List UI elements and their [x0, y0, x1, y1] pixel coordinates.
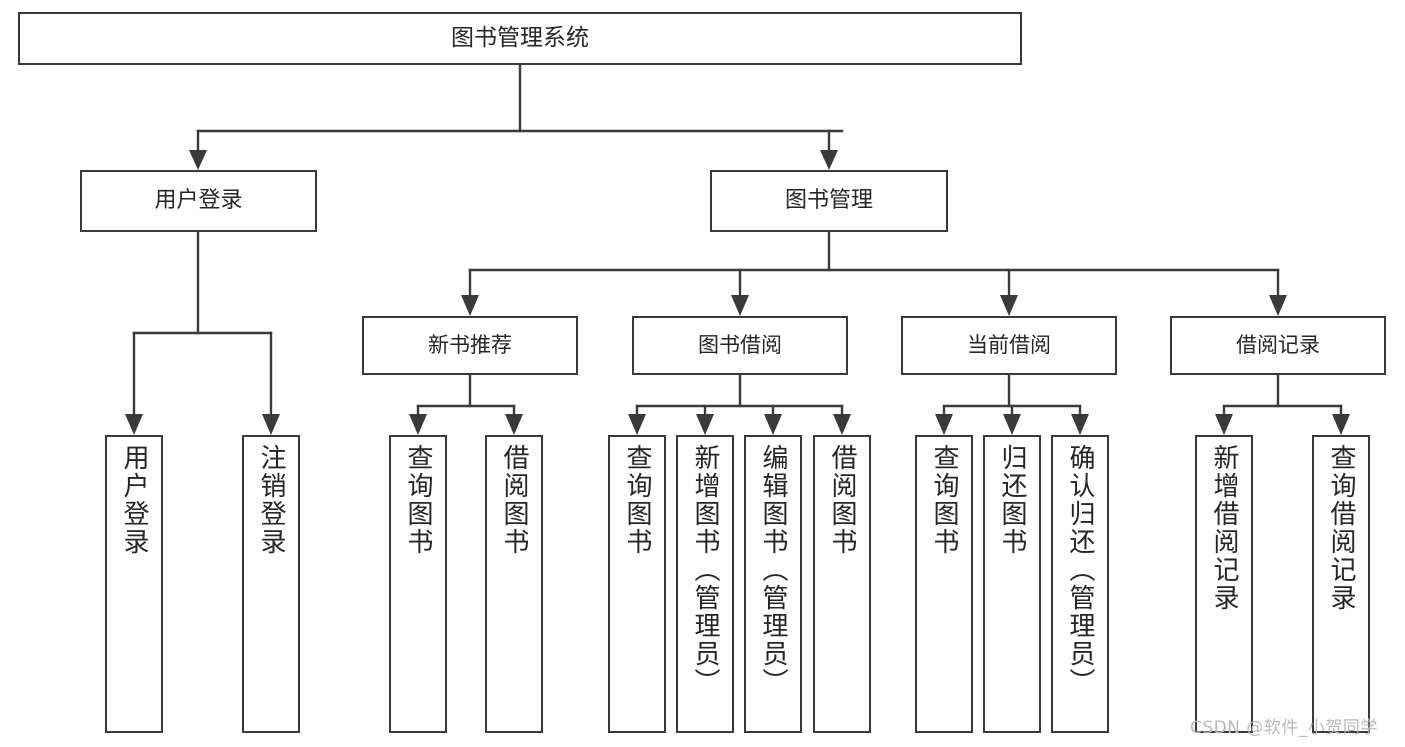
- edge-root-stem: [196, 63, 844, 133]
- node-current-borrow-label: 当前借阅: [967, 333, 1051, 358]
- node-borrow-record-label: 借阅记录: [1236, 333, 1320, 358]
- node-leaf-query-book-1-label: 查询图书: [403, 444, 433, 556]
- node-root-label: 图书管理系统: [451, 24, 589, 51]
- edge-book-borrow-bus: [628, 373, 851, 435]
- node-leaf-user-login-label: 用户登录: [119, 444, 149, 556]
- node-current-borrow[interactable]: 当前借阅: [901, 316, 1117, 375]
- node-leaf-borrow-book-2[interactable]: 借阅图书: [813, 435, 871, 733]
- node-leaf-borrow-book-1-label: 借阅图书: [499, 444, 529, 556]
- node-book-management[interactable]: 图书管理: [710, 170, 948, 232]
- edge-book-management-bus: [461, 230, 1287, 316]
- node-leaf-add-record[interactable]: 新增借阅记录: [1195, 435, 1253, 733]
- node-leaf-add-record-label: 新增借阅记录: [1209, 444, 1239, 612]
- edge-user-login-bus: [125, 230, 280, 435]
- node-leaf-add-book-label: 新增图书（管理员）: [690, 444, 720, 696]
- node-leaf-confirm-return-label: 确认归还（管理员）: [1065, 444, 1095, 696]
- edge-root-to-book-management: [820, 129, 838, 170]
- node-leaf-logout-login[interactable]: 注销登录: [242, 435, 300, 733]
- edge-borrow-record-bus: [1215, 373, 1350, 435]
- node-leaf-query-book-2[interactable]: 查询图书: [608, 435, 666, 733]
- node-leaf-user-login[interactable]: 用户登录: [105, 435, 163, 733]
- node-book-borrow[interactable]: 图书借阅: [632, 316, 848, 375]
- node-leaf-query-book-1[interactable]: 查询图书: [389, 435, 447, 733]
- node-leaf-return-book-label: 归还图书: [997, 444, 1027, 556]
- node-new-book-recommend-label: 新书推荐: [428, 333, 512, 358]
- node-leaf-query-book-3-label: 查询图书: [929, 444, 959, 556]
- node-leaf-edit-book-label: 编辑图书（管理员）: [758, 444, 788, 696]
- node-user-login[interactable]: 用户登录: [80, 170, 317, 232]
- node-book-borrow-label: 图书借阅: [698, 333, 782, 358]
- node-leaf-query-record[interactable]: 查询借阅记录: [1312, 435, 1370, 733]
- edge-root-to-user-login: [189, 129, 207, 170]
- node-leaf-edit-book[interactable]: 编辑图书（管理员）: [744, 435, 802, 733]
- node-leaf-borrow-book-2-label: 借阅图书: [827, 444, 857, 556]
- node-borrow-record[interactable]: 借阅记录: [1170, 316, 1386, 375]
- node-root[interactable]: 图书管理系统: [18, 12, 1022, 65]
- node-leaf-logout-login-label: 注销登录: [256, 444, 286, 556]
- node-leaf-borrow-book-1[interactable]: 借阅图书: [485, 435, 543, 733]
- node-book-management-label: 图书管理: [784, 188, 873, 214]
- node-leaf-query-book-3[interactable]: 查询图书: [915, 435, 973, 733]
- edge-current-borrow-bus: [935, 373, 1089, 435]
- edge-new-book-recommend-bus: [409, 373, 523, 435]
- node-leaf-query-record-label: 查询借阅记录: [1326, 444, 1356, 612]
- node-user-login-label: 用户登录: [154, 188, 243, 214]
- node-leaf-add-book[interactable]: 新增图书（管理员）: [676, 435, 734, 733]
- node-leaf-return-book[interactable]: 归还图书: [983, 435, 1041, 733]
- node-new-book-recommend[interactable]: 新书推荐: [362, 316, 578, 375]
- node-leaf-query-book-2-label: 查询图书: [622, 444, 652, 556]
- node-leaf-confirm-return[interactable]: 确认归还（管理员）: [1051, 435, 1109, 733]
